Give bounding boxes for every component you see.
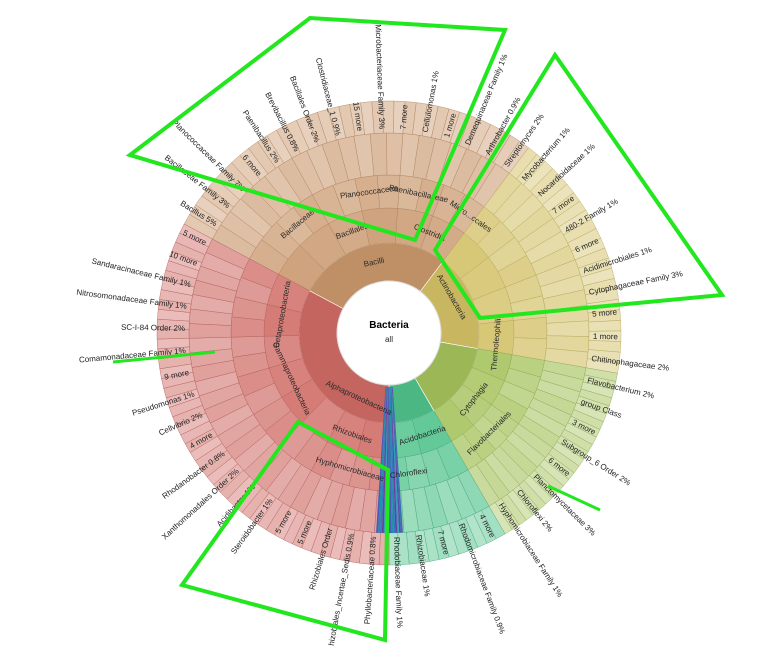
wedge-minor-2[interactable] [391,386,400,533]
highlight-rhizobiales [178,419,391,643]
outer-label: 5 more [592,308,618,319]
wedge-minor-5[interactable] [389,386,394,533]
wedge-299[interactable] [179,223,213,248]
sunburst-center: Bacteria all [336,280,442,386]
wedge-120[interactable] [588,320,622,332]
outer-label: Planococcaceae Family 7% [170,118,246,193]
root-title: Bacteria [369,320,409,331]
outer-label: 7 more [399,104,410,130]
outer-label: SC-I-84 Order 2% [121,323,185,333]
highlight-actinobacteria [432,51,726,321]
ring-label: Bacilli [363,256,386,269]
wedge-98[interactable] [546,320,590,337]
wedge-minor-10[interactable] [381,386,388,533]
underline-flavobacterium [547,484,601,512]
wedge-minor-6[interactable] [389,386,392,533]
outer-label: 1 more [593,332,619,341]
sunburst-wedges [156,100,622,566]
wedge-minor-9[interactable] [383,386,389,533]
underline-pseudomonas [112,350,216,364]
outer-label: 15 more [351,101,364,132]
highlight-outlines [112,15,726,643]
wedge-minor-11[interactable] [379,386,388,533]
wedge-245[interactable] [188,323,232,339]
outer-label: Xanthomonadales Order 2% [160,467,241,542]
outer-label: Rhodobiaceae Family 1% [392,537,404,628]
outer-label: Microbacteriaceae Family 3% [374,24,387,129]
wedge-minor-12[interactable] [378,386,387,533]
root-subtitle: all [385,335,393,344]
wedge-minor-13[interactable] [376,386,387,533]
wedge-minor-4[interactable] [390,386,396,533]
highlight-bacilli [125,15,508,243]
wedge-85[interactable] [513,316,548,340]
wedge-minor-3[interactable] [390,386,398,533]
wedge-minor-0[interactable] [392,386,403,533]
wedge-minor-1[interactable] [391,386,402,533]
